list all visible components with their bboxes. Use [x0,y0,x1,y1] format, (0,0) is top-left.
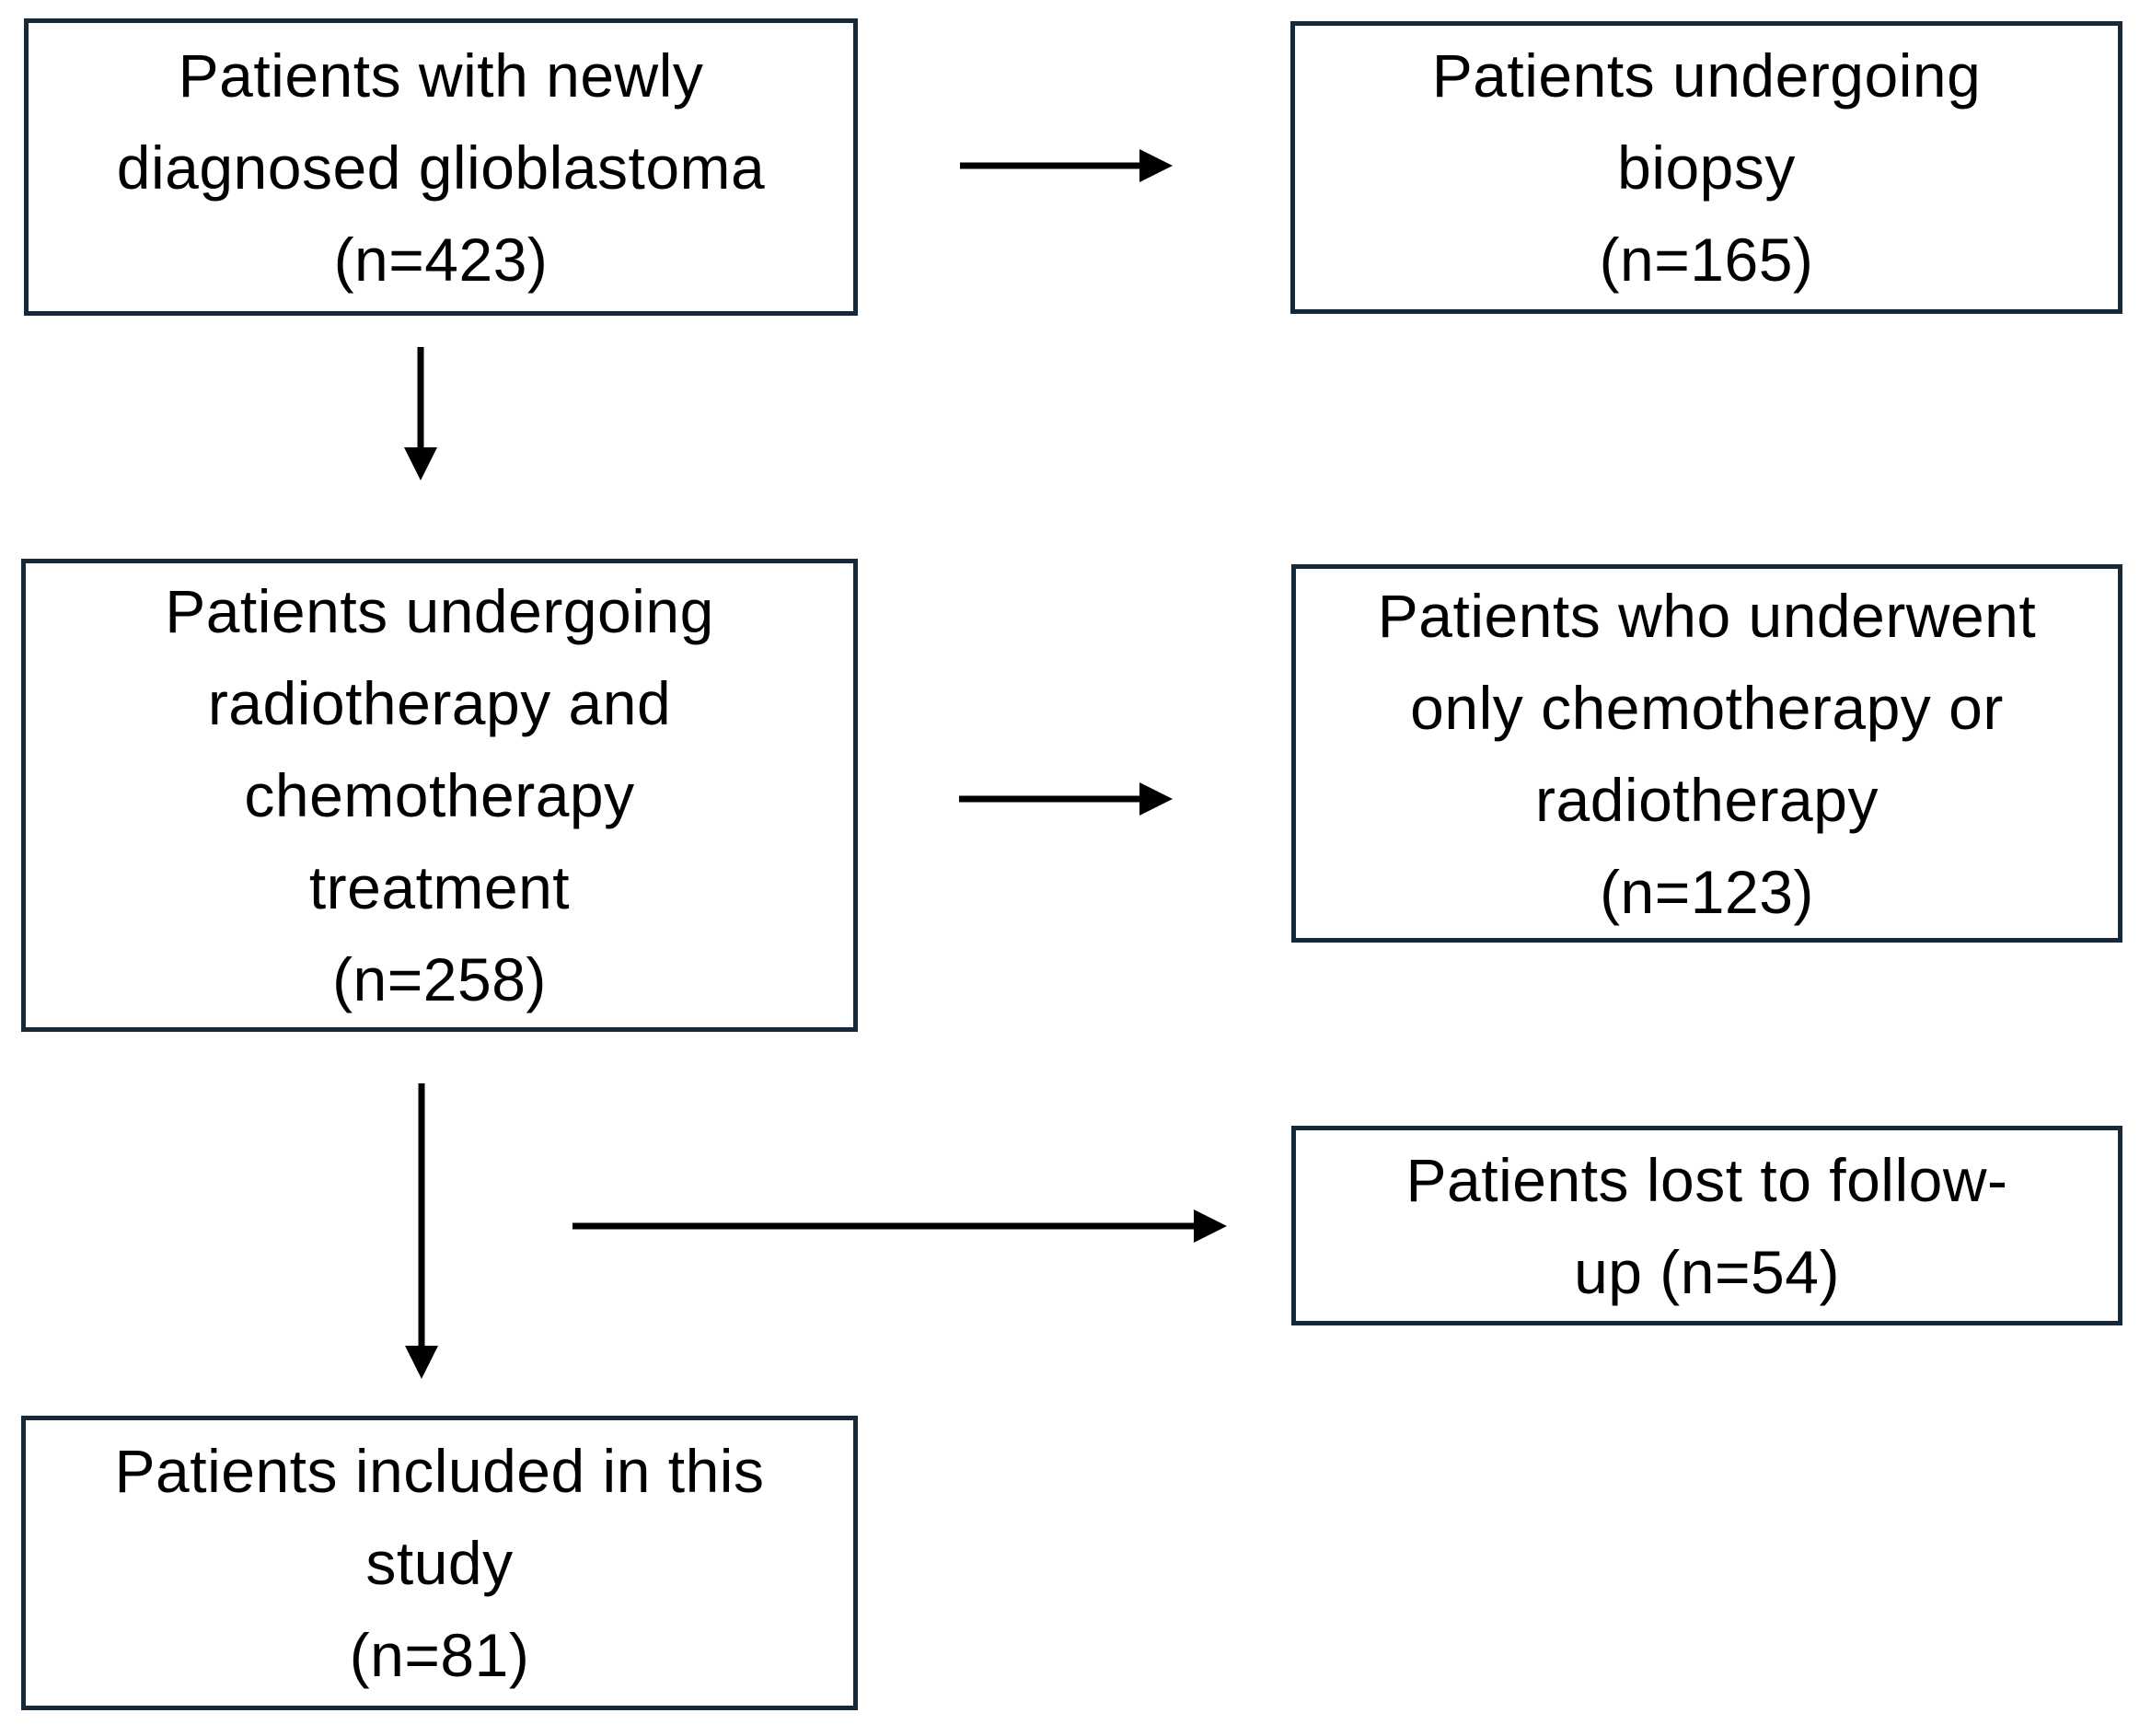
arrow-head-icon [405,1346,438,1379]
box-text-line: treatment [308,853,571,921]
arrow-head-icon [404,447,437,480]
box-text-line: Patients undergoing [165,577,714,645]
box-newly-diagnosed: Patients with newly diagnosed glioblastom… [24,18,858,316]
box-text-line: (n=423) [333,225,549,294]
arrow-diagnosed-to-treatment [404,347,437,480]
box-text-line: up (n=54) [1574,1237,1840,1306]
box-lost-to-followup: Patients lost to follow-up (n=54) [1291,1126,2122,1325]
box-only-chemo-or-radio: Patients who underwent only chemotherapy … [1291,564,2122,943]
box-text-line: biopsy [1617,133,1796,202]
arrow-diagnosed-to-biopsy [960,149,1173,182]
arrow-treatment-to-included [405,1083,438,1379]
box-text-line: chemotherapy [244,761,635,829]
arrow-head-icon [1139,782,1173,816]
box-text-line: radiotherapy and [207,669,672,737]
box-biopsy: Patients undergoing biopsy (n=165) [1290,21,2122,314]
box-text-line: study [365,1529,514,1597]
box-text-line: Patients undergoing [1431,41,1982,110]
box-text-line: only chemotherapy or [1410,673,2004,742]
box-text-line: radiotherapy [1535,765,1879,834]
box-included-in-study: Patients included in this study (n=81) [21,1416,858,1710]
box-text-line: (n=81) [349,1621,530,1689]
box-text-line: Patients lost to follow- [1405,1145,2008,1214]
arrow-head-icon [1194,1209,1227,1243]
arrow-head-icon [1139,149,1173,182]
arrow-treatment-to-only-chemo-or-radio [959,782,1173,816]
box-text-line: (n=123) [1600,857,1814,926]
box-radiotherapy-chemotherapy: Patients undergoing radiotherapy and chemo… [21,559,858,1032]
box-text-line: diagnosed glioblastoma [116,133,766,202]
box-text-line: (n=165) [1599,226,1814,294]
box-text-line: Patients with newly [178,41,704,110]
arrow-treatment-to-lost-followup [572,1209,1227,1243]
box-text-line: Patients who underwent [1377,581,2037,650]
box-text-line: Patients included in this [114,1437,765,1505]
box-text-line: (n=258) [332,945,547,1013]
